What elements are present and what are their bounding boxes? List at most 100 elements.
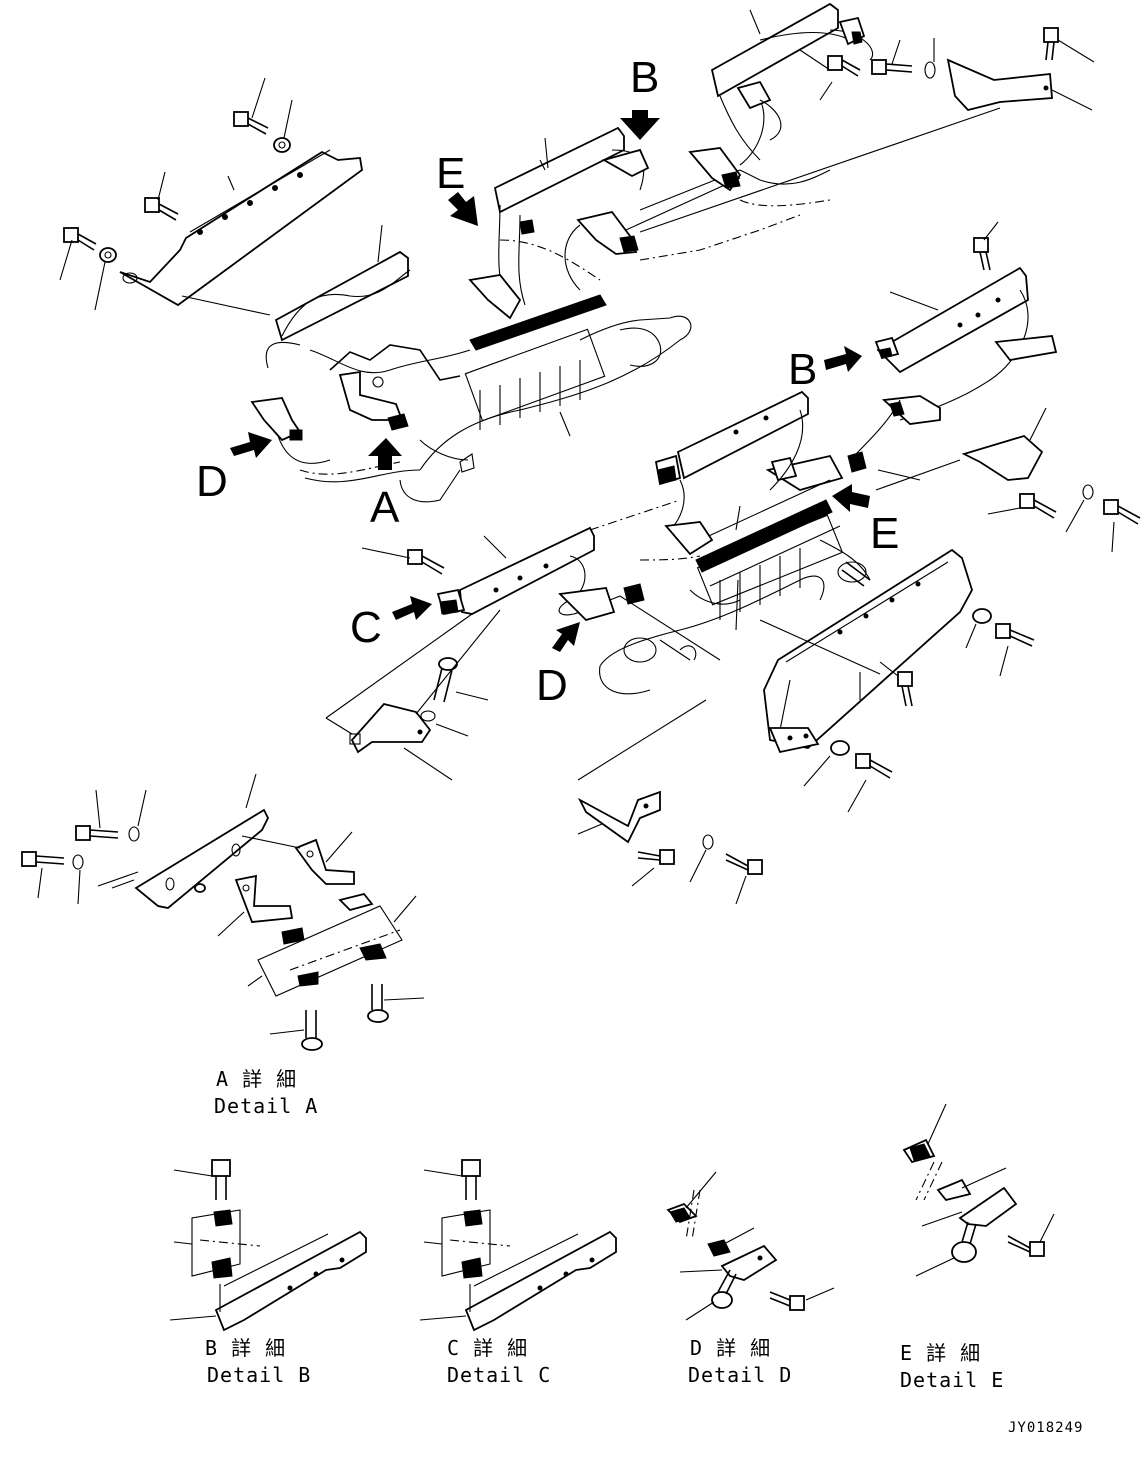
bolt: [973, 237, 991, 271]
washer: [128, 826, 140, 842]
nut: [830, 740, 850, 756]
mounting-bracket-long: [763, 548, 973, 749]
detail-b-caption-en: Detail B: [207, 1363, 311, 1387]
bracket-e: [958, 1186, 1018, 1227]
bolt: [871, 59, 913, 75]
bolt: [995, 623, 1035, 647]
clamp-plate: [493, 126, 625, 214]
clamp-plate: [710, 2, 839, 98]
callout-d-mid: D: [536, 661, 568, 710]
callout-b-top: B: [630, 53, 659, 102]
bolt: [711, 1269, 737, 1309]
bolt: [1019, 493, 1057, 519]
callout-d-left: D: [196, 457, 228, 506]
detail-b-caption-jp: B 詳 細: [205, 1336, 286, 1360]
bolt: [63, 227, 97, 251]
bracket-d: [664, 521, 714, 556]
bolt: [769, 1291, 805, 1311]
view-arrow-e-right: [832, 484, 870, 512]
bolt: [301, 1010, 323, 1051]
bracket-e: [468, 274, 522, 320]
callout-c: C: [350, 603, 382, 652]
bolt: [75, 825, 119, 841]
clamp-plate: [876, 266, 1029, 374]
mounting-bracket-long: [464, 1230, 617, 1332]
upper-center-assembly: [468, 126, 801, 320]
callout-e-right: E: [870, 509, 899, 558]
detail-a-caption-jp: A 詳 細: [216, 1067, 297, 1091]
bolt: [827, 55, 861, 77]
washer: [420, 710, 436, 722]
bracket-d: [558, 587, 616, 622]
small-bracket-c: [325, 609, 501, 781]
clamp-plate: [274, 250, 409, 342]
detail-d-caption-jp: D 詳 細: [690, 1336, 771, 1360]
bracket-a: [338, 370, 404, 421]
clamp-plate: [134, 808, 270, 909]
mid-left-assembly: [325, 499, 721, 719]
view-arrow-b-top: [620, 110, 660, 140]
detail-e: [902, 1103, 1055, 1277]
bolt: [461, 1159, 481, 1200]
view-arrow-e-top: [448, 192, 478, 226]
detail-e-caption-en: Detail E: [900, 1368, 1004, 1392]
detail-d-caption-en: Detail D: [688, 1363, 792, 1387]
callout-e-top: E: [436, 149, 465, 198]
detail-a-exploded: [21, 773, 425, 1051]
washer: [702, 834, 714, 850]
lower-center-bracket: [577, 699, 763, 905]
bolt: [897, 671, 913, 707]
mounting-bracket-long: [119, 150, 363, 307]
bracket-a: [234, 874, 294, 923]
bolt: [233, 111, 269, 135]
bolt: [211, 1159, 231, 1200]
detail-c: [419, 1159, 617, 1332]
bracket-d: [720, 1244, 778, 1281]
lower-right-bracket: [759, 548, 1035, 813]
bracket-a: [294, 838, 355, 885]
nut: [972, 608, 992, 624]
detail-a-caption-en: Detail A: [214, 1094, 318, 1118]
view-arrow-a: [368, 438, 402, 470]
bolt: [21, 851, 65, 867]
nut: [273, 137, 291, 153]
bolt: [1043, 27, 1059, 61]
bolt: [1103, 499, 1141, 525]
detail-c-caption-jp: C 詳 細: [447, 1336, 528, 1360]
bracket-plate: [765, 454, 844, 491]
injection-pump-lower: [599, 575, 825, 695]
washer: [1082, 484, 1094, 500]
view-arrow-c: [392, 596, 432, 620]
bolt: [855, 753, 893, 779]
bolt: [367, 984, 389, 1023]
detail-d: [666, 1171, 835, 1321]
washer: [72, 854, 84, 870]
bolt: [433, 657, 458, 703]
upper-right-assembly: [639, 2, 1095, 233]
bracket-plate: [961, 434, 1044, 481]
mounting-bracket-long: [214, 1230, 367, 1332]
clamp-plate: [676, 390, 809, 480]
detail-e-caption-jp: E 詳 細: [900, 1341, 981, 1365]
clamp-plate: [459, 526, 595, 615]
washer: [924, 61, 936, 79]
bolt: [144, 197, 179, 221]
callout-a: A: [370, 483, 400, 532]
callout-b-right: B: [788, 345, 817, 394]
bracket-plate: [577, 790, 661, 844]
bolt: [1007, 1235, 1045, 1257]
bolt: [407, 549, 445, 575]
bolt: [637, 849, 675, 865]
bracket-plate: [350, 702, 432, 754]
view-arrow-b-right: [824, 346, 862, 372]
bracket-plate: [946, 58, 1053, 112]
injection-pump-upper: [399, 294, 692, 503]
view-arrow-d-left: [230, 432, 272, 458]
right-middle-assembly: [874, 221, 1141, 553]
bolt: [951, 1221, 977, 1263]
detail-b: [169, 1159, 367, 1332]
detail-c-caption-en: Detail C: [447, 1363, 551, 1387]
drawing-code: JY018249: [1008, 1420, 1083, 1436]
nut: [99, 247, 117, 263]
